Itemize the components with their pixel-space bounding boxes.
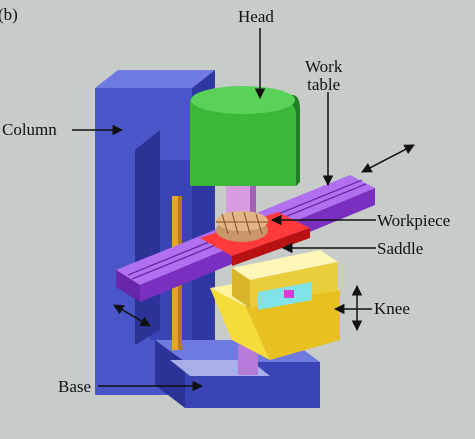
work-table-label: Work table [305, 58, 342, 94]
workpiece-label: Workpiece [377, 211, 451, 230]
saddle-traverse-arrow [113, 304, 151, 327]
column-label: Column [2, 120, 57, 139]
saddle-label: Saddle [377, 239, 424, 258]
spindle [226, 182, 256, 216]
head-label: Head [238, 7, 274, 26]
panel-label: (b) [0, 5, 18, 24]
base-label: Base [58, 377, 92, 396]
head [190, 86, 300, 186]
saddle [232, 250, 338, 310]
knee-label: Knee [374, 299, 410, 318]
elevating-screw [238, 345, 258, 375]
work-table-label-line1: Work [305, 57, 343, 76]
cutter [216, 211, 268, 242]
work-table-label-line2: table [307, 74, 341, 94]
table-traverse-arrow [361, 144, 415, 173]
